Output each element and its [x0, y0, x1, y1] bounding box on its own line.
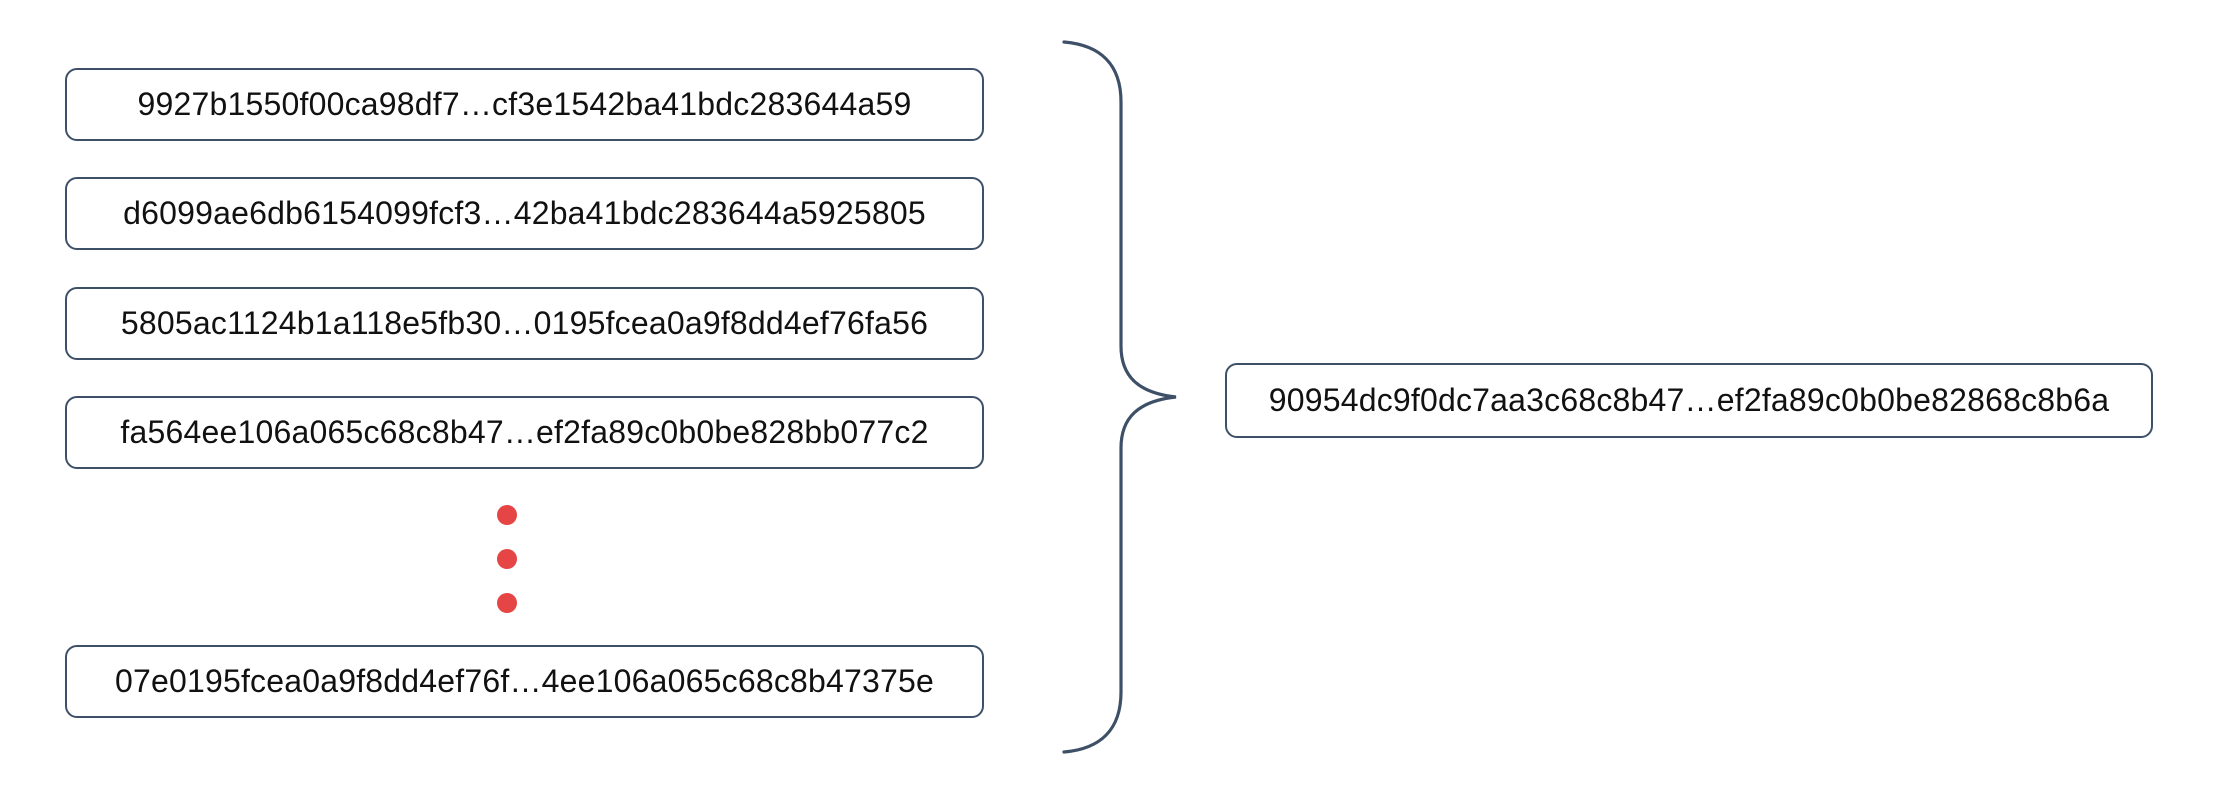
right-curly-brace-icon [1062, 40, 1177, 754]
input-hash-box-5: 07e0195fcea0a9f8dd4ef76f…4ee106a065c68c8… [65, 645, 984, 718]
ellipsis-dot-3 [497, 593, 517, 613]
input-hash-text-5: 07e0195fcea0a9f8dd4ef76f…4ee106a065c68c8… [114, 663, 935, 699]
input-hash-text-4: fa564ee106a065c68c8b47…ef2fa89c0b0be828b… [120, 414, 929, 450]
input-hash-box-4: fa564ee106a065c68c8b47…ef2fa89c0b0be828b… [65, 396, 984, 469]
ellipsis-dot-2 [497, 549, 517, 569]
input-hash-box-3: 5805ac1124b1a118e5fb30…0195fcea0a9f8dd4e… [65, 287, 984, 360]
ellipsis-dot-1 [497, 505, 517, 525]
output-hash-box: 90954dc9f0dc7aa3c68c8b47…ef2fa89c0b0be82… [1225, 363, 2153, 438]
input-hash-box-1: 9927b1550f00ca98df7…cf3e1542ba41bdc28364… [65, 68, 984, 141]
vertical-ellipsis-icon [497, 505, 517, 613]
input-hash-text-2: d6099ae6db6154099fcf3…42ba41bdc283644a59… [123, 195, 926, 231]
input-hash-text-3: 5805ac1124b1a118e5fb30…0195fcea0a9f8dd4e… [120, 305, 929, 341]
input-hash-text-1: 9927b1550f00ca98df7…cf3e1542ba41bdc28364… [137, 86, 912, 122]
input-hash-box-2: d6099ae6db6154099fcf3…42ba41bdc283644a59… [65, 177, 984, 250]
output-hash-text: 90954dc9f0dc7aa3c68c8b47…ef2fa89c0b0be82… [1268, 382, 2110, 418]
